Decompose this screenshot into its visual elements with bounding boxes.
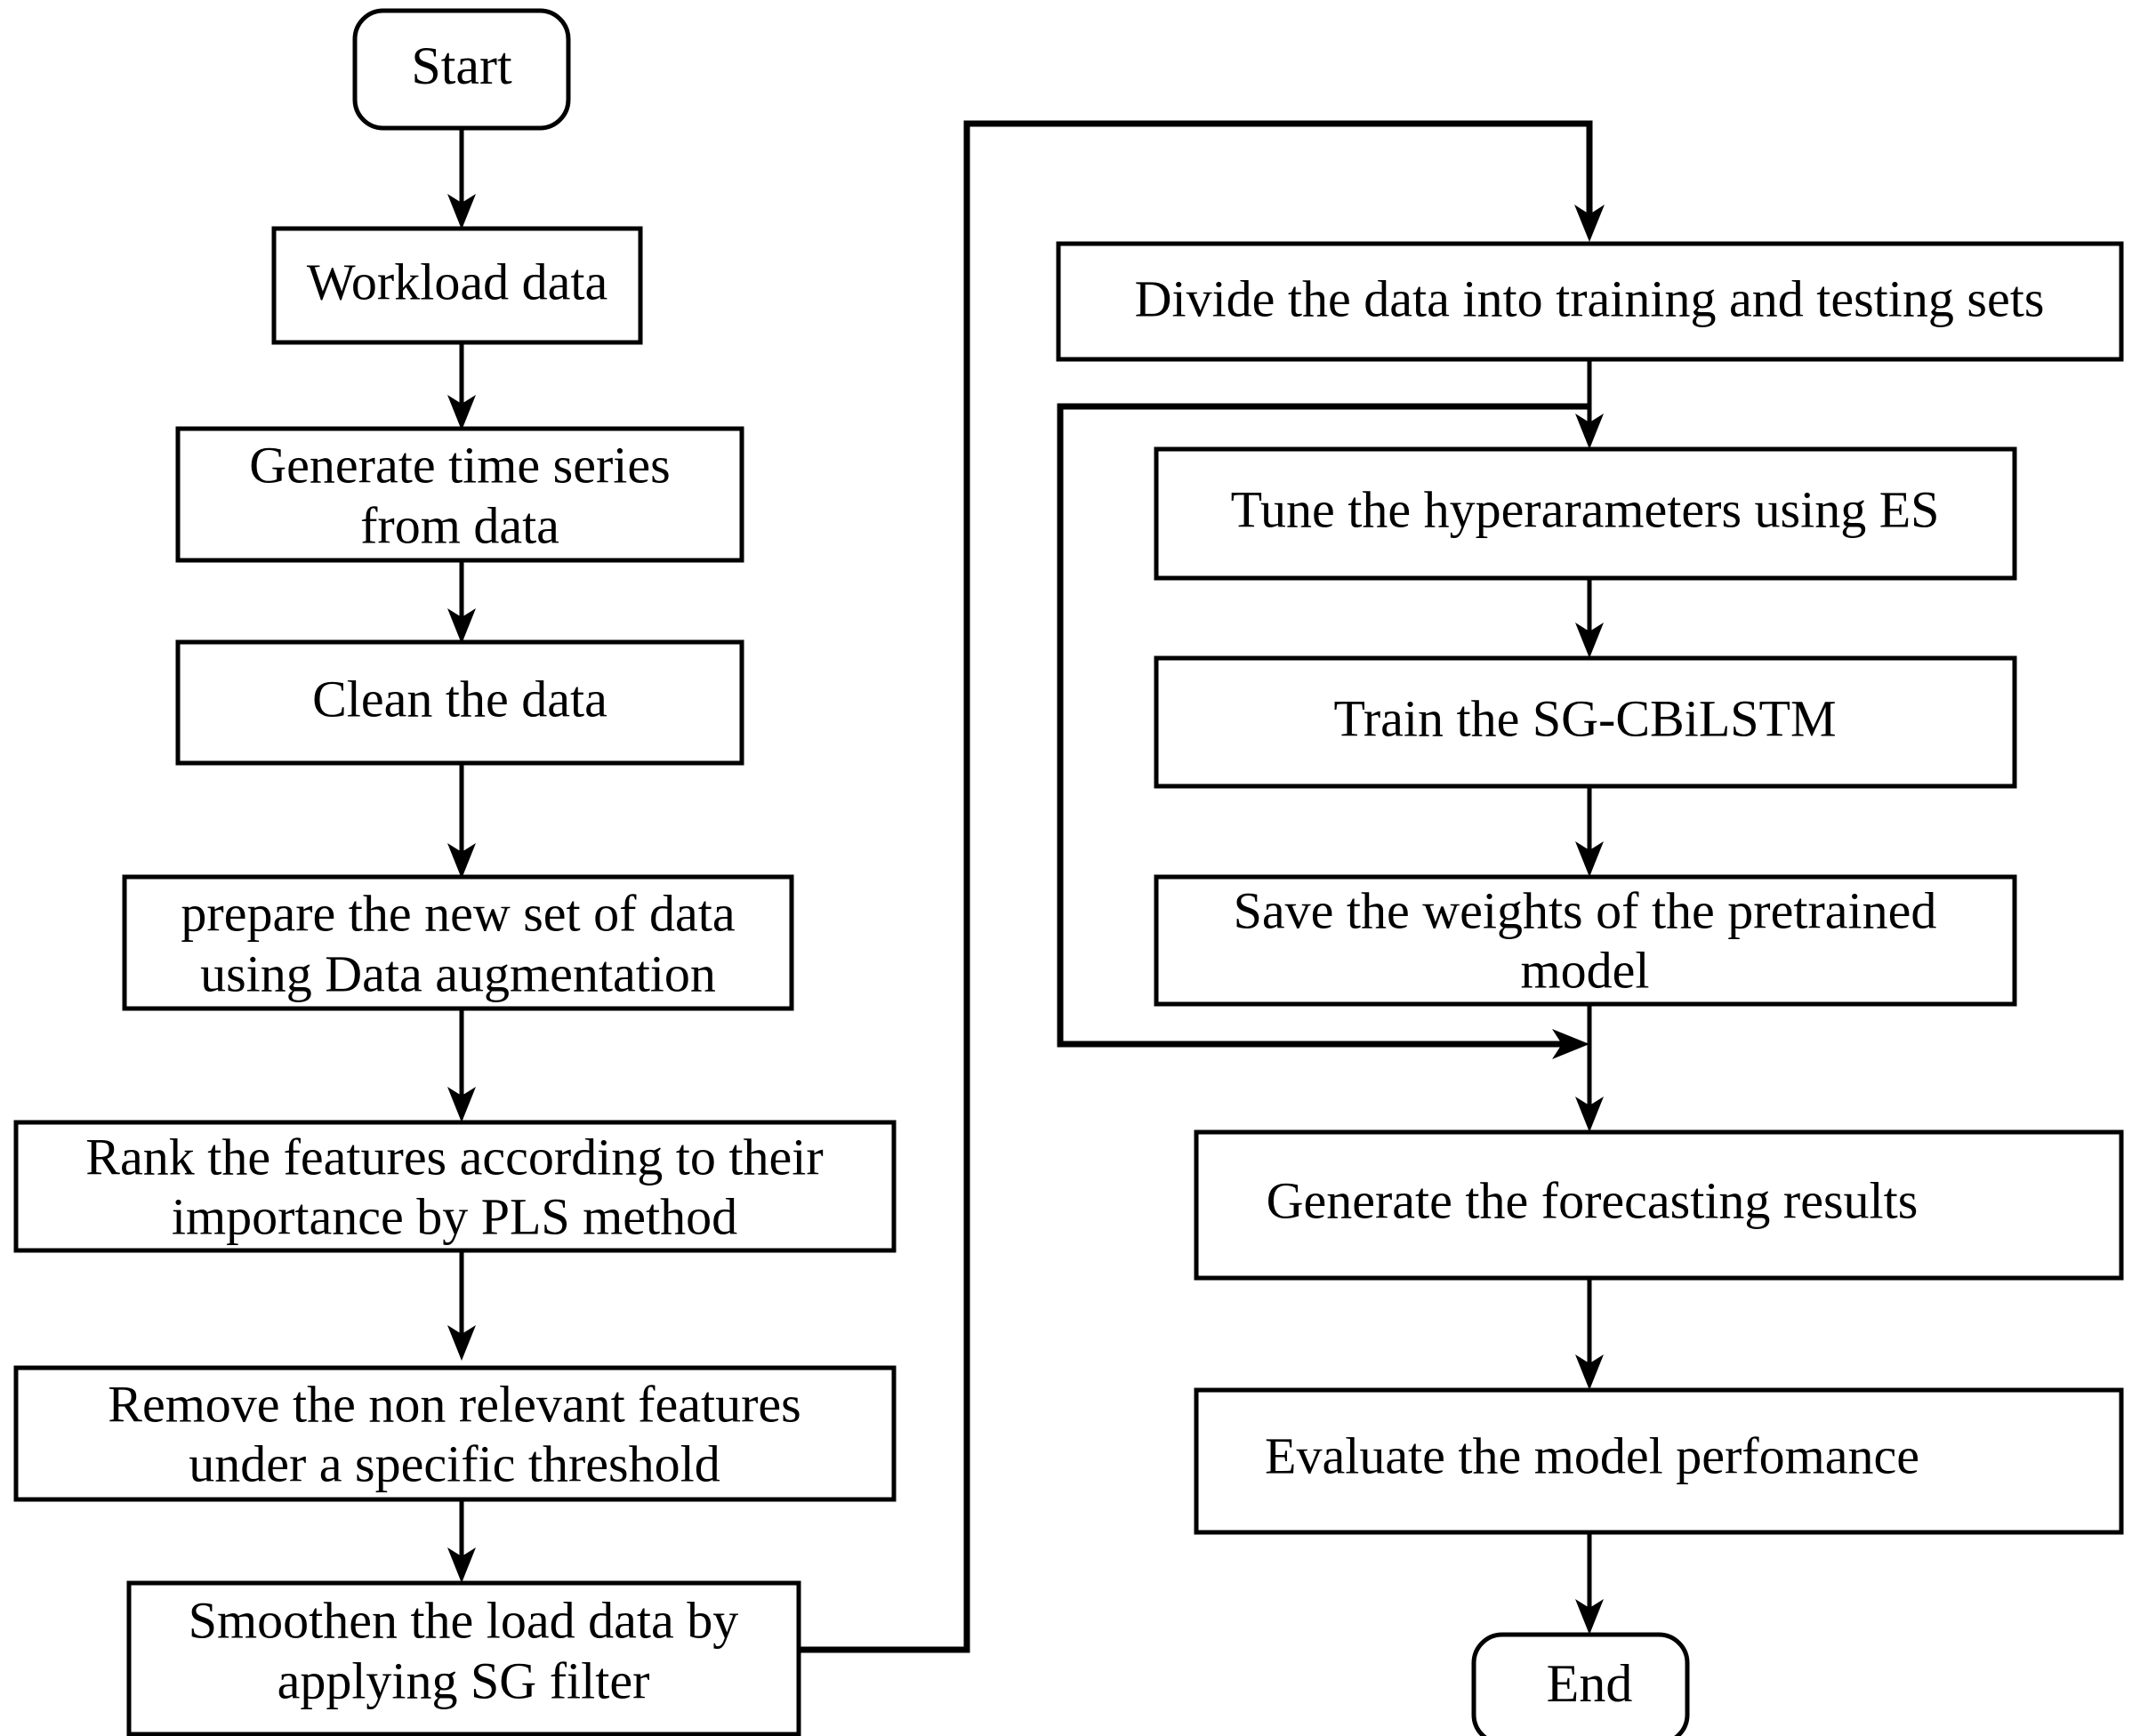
node-workload-data[interactable]: Workload data xyxy=(271,226,643,345)
node-data-augmentation-label-line2: using Data augmentation xyxy=(200,944,716,1002)
node-tune-hyperparameters[interactable]: Tune the hyperarameters using ES xyxy=(1154,446,2017,581)
edge-remove-to-smoothen xyxy=(447,1499,476,1583)
node-save-weights[interactable]: Save the weights of the pretrained model xyxy=(1154,874,2017,1007)
edge-workload-to-timeseries xyxy=(447,342,476,430)
node-tune-hyperparameters-label: Tune the hyperarameters using ES xyxy=(1231,480,1940,538)
edge-rank-to-remove xyxy=(447,1250,476,1361)
node-remove-features[interactable]: Remove the non relevant features under a… xyxy=(13,1365,897,1502)
node-generate-time-series-label-line2: from data xyxy=(360,496,559,554)
node-clean-the-data-shape[interactable] xyxy=(175,639,744,766)
node-data-augmentation-label-line1: prepare the new set of data xyxy=(181,884,735,942)
node-rank-features-label-line1: Rank the features according to their xyxy=(85,1128,823,1185)
node-train-model-label: Train the SG-CBiLSTM xyxy=(1333,689,1836,747)
node-end-shape[interactable] xyxy=(1471,1632,1690,1736)
edge-evaluate-to-end xyxy=(1575,1532,1604,1635)
edge-layer xyxy=(447,120,1605,1653)
node-evaluate-model[interactable]: Evaluate the model perfomance xyxy=(1194,1387,2124,1535)
node-train-model[interactable]: Train the SG-CBiLSTM xyxy=(1154,655,2017,789)
node-save-weights-label-line1: Save the weights of the pretrained xyxy=(1234,881,1937,939)
edge-train-to-save xyxy=(1575,786,1604,877)
edge-save-to-forecast xyxy=(1575,1004,1604,1132)
node-workload-data-shape[interactable] xyxy=(271,226,643,345)
node-data-augmentation[interactable]: prepare the new set of data using Data a… xyxy=(122,874,794,1011)
edge-forecast-to-evaluate xyxy=(1575,1278,1604,1390)
node-end[interactable]: End xyxy=(1471,1632,1690,1736)
node-data-augmentation-shape[interactable] xyxy=(122,874,794,1011)
node-generate-forecasting-shape[interactable] xyxy=(1194,1129,2124,1281)
node-start[interactable]: Start xyxy=(352,8,571,131)
node-clean-the-data-label: Clean the data xyxy=(312,670,607,727)
node-evaluate-model-label: Evaluate the model perfomance xyxy=(1265,1427,1919,1484)
node-remove-features-label-line1: Remove the non relevant features xyxy=(108,1375,801,1433)
node-save-weights-label-line2: model xyxy=(1521,941,1650,999)
node-smoothen-load-data-label-line1: Smoothen the load data by xyxy=(189,1591,739,1649)
edge-start-to-workload xyxy=(447,127,476,229)
node-workload-data-label: Workload data xyxy=(307,253,607,310)
node-remove-features-shape[interactable] xyxy=(13,1365,897,1502)
node-generate-time-series[interactable]: Generate time series from data xyxy=(175,426,744,563)
edge-clean-to-augment xyxy=(447,763,476,879)
node-rank-features[interactable]: Rank the features according to their imp… xyxy=(13,1120,897,1253)
node-smoothen-load-data-label-line2: applying SG filter xyxy=(278,1652,650,1709)
node-divide-data[interactable]: Divide the data into training and testin… xyxy=(1056,241,2124,362)
node-rank-features-label-line2: importance by PLS method xyxy=(172,1187,737,1245)
node-rank-features-shape[interactable] xyxy=(13,1120,897,1253)
edge-augment-to-rank xyxy=(447,1008,476,1122)
node-start-shape[interactable] xyxy=(352,8,571,131)
node-generate-time-series-shape[interactable] xyxy=(175,426,744,563)
node-save-weights-shape[interactable] xyxy=(1154,874,2017,1007)
node-divide-data-shape[interactable] xyxy=(1056,241,2124,362)
edge-divide-to-tune xyxy=(1575,359,1604,449)
node-end-label: End xyxy=(1547,1654,1633,1713)
node-generate-time-series-label-line1: Generate time series xyxy=(249,436,670,494)
node-start-label: Start xyxy=(411,36,512,95)
node-remove-features-label-line2: under a specific threshold xyxy=(189,1435,720,1492)
node-generate-forecasting[interactable]: Generate the forecasting results xyxy=(1194,1129,2124,1281)
node-train-model-shape[interactable] xyxy=(1154,655,2017,789)
node-tune-hyperparameters-shape[interactable] xyxy=(1154,446,2017,581)
node-smoothen-load-data-shape[interactable] xyxy=(126,1580,801,1736)
node-evaluate-model-shape[interactable] xyxy=(1194,1387,2124,1535)
edge-smoothen-to-divide xyxy=(799,120,1605,1653)
node-smoothen-load-data[interactable]: Smoothen the load data by applying SG fi… xyxy=(126,1580,801,1736)
node-divide-data-label: Divide the data into training and testin… xyxy=(1135,269,2045,327)
edge-feedback-loop xyxy=(1057,403,1589,1059)
node-clean-the-data[interactable]: Clean the data xyxy=(175,639,744,766)
edge-timeseries-to-clean xyxy=(447,559,476,644)
node-generate-forecasting-label: Generate the forecasting results xyxy=(1267,1171,1919,1229)
edge-tune-to-train xyxy=(1575,578,1604,658)
